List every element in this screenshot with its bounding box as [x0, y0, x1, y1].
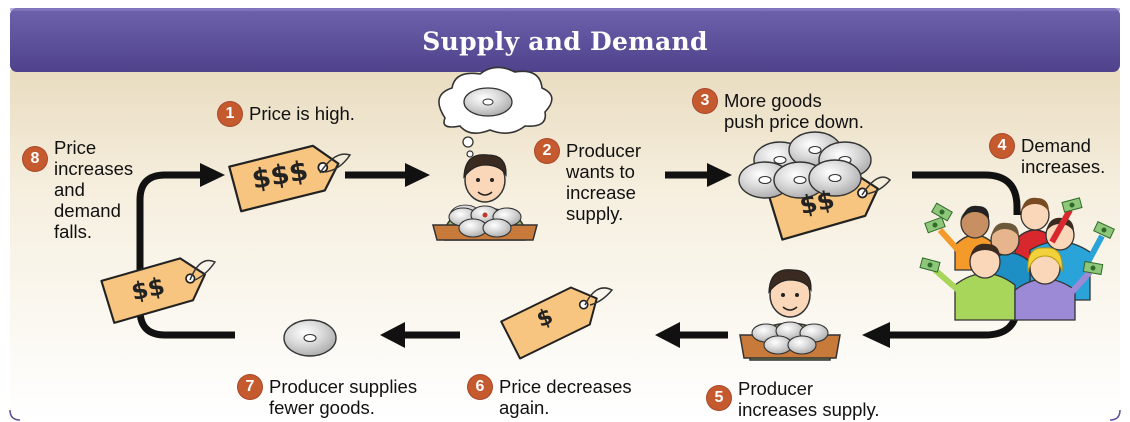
step-4-text: Demand increases.	[1021, 135, 1106, 177]
step-3: 3 More goods push price down.	[693, 89, 864, 132]
step-8-text: Price increases and demand falls.	[54, 137, 134, 242]
step-7-text: Producer supplies fewer goods.	[269, 376, 418, 418]
step-number-badge: 2	[535, 139, 559, 163]
step-7: 7 Producer supplies fewer goods.	[238, 375, 418, 418]
step-5-text: Producer increases supply.	[738, 378, 880, 420]
step-3-text: More goods push price down.	[724, 90, 864, 132]
step-number-badge: 4	[990, 134, 1014, 158]
step-number-badge: 5	[707, 386, 731, 410]
step-number-badge: 6	[468, 375, 492, 399]
step-4: 4 Demand increases.	[990, 134, 1106, 177]
step-5: 5 Producer increases supply.	[707, 378, 880, 420]
step-8: 8 Price increases and demand falls.	[23, 137, 133, 242]
step-number-badge: 8	[23, 147, 47, 171]
diagram-title: Supply and Demand	[422, 27, 708, 56]
step-number-badge: 3	[693, 89, 717, 113]
tag-label-one: $	[533, 304, 557, 333]
step-1-text: Price is high.	[249, 103, 355, 124]
step-2: 2 Producer wants to increase supply.	[535, 139, 642, 224]
step-2-text: Producer wants to increase supply.	[566, 140, 642, 224]
step-6: 6 Price decreases again.	[468, 375, 632, 418]
step-number-badge: 7	[238, 375, 262, 399]
step-6-text: Price decreases again.	[499, 376, 632, 418]
step-number-badge: 1	[218, 102, 242, 126]
step-1: 1 Price is high.	[218, 102, 355, 126]
